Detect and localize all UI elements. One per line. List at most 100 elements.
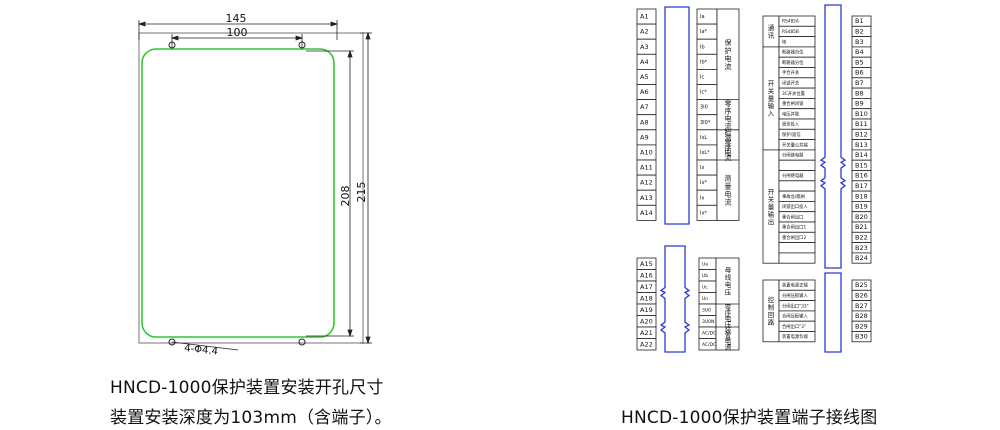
terminal-b-label: B15 <box>855 161 868 169</box>
group-label-a-top: 检测零序电流 <box>725 128 732 162</box>
signal-b-label: RS485A <box>782 19 799 25</box>
signal-b-label: 遥信投入 <box>782 121 800 128</box>
signal-b-label: 断路器合位 <box>782 49 804 56</box>
group-box-a-top <box>716 8 740 221</box>
terminal-b-label: B28 <box>855 312 868 320</box>
terminal-a-label: A15 <box>640 260 653 268</box>
terminal-a-box <box>636 338 657 351</box>
signal-a-label: IxL* <box>700 150 710 156</box>
group-label-b-top: 通讯 <box>768 23 775 39</box>
terminal-b-label: B7 <box>855 79 864 87</box>
terminal-b-label: B23 <box>855 244 868 252</box>
terminal-b-label: B25 <box>855 281 868 289</box>
terminal-b-label: B24 <box>855 254 868 262</box>
mounting-hole <box>298 338 306 346</box>
terminal-b-label: B26 <box>855 291 868 299</box>
signal-b-label: 事故总/跳闸 <box>782 193 805 200</box>
signal-b-label: 重合闸出口 <box>782 213 803 220</box>
signal-a-label: Ib <box>700 44 705 50</box>
terminal-b-label: B22 <box>855 233 868 241</box>
dimension-100 <box>170 34 304 48</box>
terminal-b-label: B8 <box>855 89 864 97</box>
signal-a-label: Ua <box>702 261 708 267</box>
group-label-a-top: 零序电流 <box>725 100 732 131</box>
terminal-a-label: A10 <box>640 148 653 156</box>
signal-a-label: Ix* <box>700 210 707 216</box>
signal-a-label: 3I0 <box>700 105 708 111</box>
group-label-b-top: 开关量输出 <box>768 188 775 226</box>
mounting-caption-line1: HNCD-1000保护装置安装开孔尺寸 <box>110 378 384 398</box>
signal-b-label: 开关量公共端 <box>782 141 808 148</box>
terminal-a-label: A12 <box>640 179 653 187</box>
terminal-b-label: B29 <box>855 322 868 330</box>
terminal-b-label: B11 <box>855 120 868 128</box>
hole-note: 4-Φ4.4 <box>184 343 219 357</box>
terminal-a-label: A22 <box>640 340 653 348</box>
terminal-b-label: B4 <box>855 48 864 56</box>
terminal-a-label: A1 <box>640 13 649 21</box>
signal-b-label: 断路器分位 <box>782 59 804 66</box>
terminal-b-label: B5 <box>855 58 864 66</box>
signal-b-box <box>778 180 816 192</box>
terminal-b-label: B16 <box>855 172 868 180</box>
terminal-a-label: A9 <box>640 133 649 141</box>
terminal-b-label: B20 <box>855 213 868 221</box>
left-bus-top <box>664 6 690 225</box>
terminal-a-label: A11 <box>640 164 653 172</box>
terminal-b-label: B6 <box>855 69 864 77</box>
wiring-caption: HNCD-1000保护装置端子接线图 <box>621 408 878 428</box>
right-bus-bottom <box>824 272 842 353</box>
terminal-b-label: B17 <box>855 182 868 190</box>
dimension-215 <box>360 31 372 345</box>
terminal-a-label: A5 <box>640 73 649 81</box>
terminal-b-label: B3 <box>855 38 864 46</box>
terminal-b-label: B13 <box>855 141 868 149</box>
signal-a-label: AC/DC <box>702 342 716 348</box>
terminal-a-label: A19 <box>640 306 653 314</box>
right-bus-top <box>819 4 847 269</box>
signal-a-label: Ix <box>700 165 704 171</box>
terminal-a-label: A6 <box>640 88 649 96</box>
hole-leader-line <box>171 341 239 351</box>
terminal-b-label: B12 <box>855 130 868 138</box>
signal-b-label: 分闸出口"33" <box>782 302 809 309</box>
signal-a-label: 3U0N <box>702 319 714 325</box>
signal-a-label: AC/DC <box>702 330 716 336</box>
terminal-b-label: B9 <box>855 100 864 108</box>
terminal-a-box <box>636 204 657 221</box>
signal-a-label: Ix <box>700 195 704 201</box>
terminal-b-label: B27 <box>855 302 868 310</box>
group-label-a-bottom: 零序电压 <box>725 303 732 328</box>
terminal-a-label: A13 <box>640 194 653 202</box>
terminal-a-label: A8 <box>640 118 649 126</box>
terminal-b-label: B1 <box>855 17 864 25</box>
group-label-a-top: 保护电流 <box>725 38 732 71</box>
signal-b-label: 手合开关 <box>782 69 800 76</box>
signal-a-label: 3I0* <box>700 120 711 126</box>
terminal-a-label: A4 <box>640 58 649 66</box>
terminal-b-box <box>851 331 872 343</box>
terminal-b-label: B2 <box>855 27 864 35</box>
signal-b-label: RS485B <box>782 29 799 35</box>
signal-b-label: 3C开关位置 <box>782 90 806 97</box>
signal-b-label: 分闸压板输入 <box>782 292 808 299</box>
panel-outline <box>138 32 364 344</box>
terminal-b-label: B10 <box>855 110 868 118</box>
group-label-a-bottom: 母线电压 <box>725 266 732 297</box>
signal-b-label: 合闸压板输入 <box>782 313 808 320</box>
dimension-label-145: 145 <box>226 12 247 25</box>
group-box-b-top <box>762 15 780 264</box>
signal-a-label: Ix* <box>700 180 707 186</box>
signal-b-label: 合闸出口"3" <box>782 323 806 330</box>
terminal-a-label: A14 <box>640 209 653 217</box>
signal-a-label: Ub <box>702 273 708 279</box>
signal-b-box <box>778 159 816 171</box>
cutout-outline <box>141 48 335 338</box>
terminal-b-label: B14 <box>855 151 868 159</box>
dimension-145 <box>137 20 339 40</box>
signal-b-label: 地 <box>782 38 787 45</box>
group-label-b-bottom: 控制回路 <box>768 295 775 327</box>
mounting-caption-line2: 装置安装深度为103mm（含端子）。 <box>110 408 392 428</box>
signal-a-label: Ia* <box>700 29 708 35</box>
signal-b-label: 重合闸闭锁 <box>782 100 804 107</box>
